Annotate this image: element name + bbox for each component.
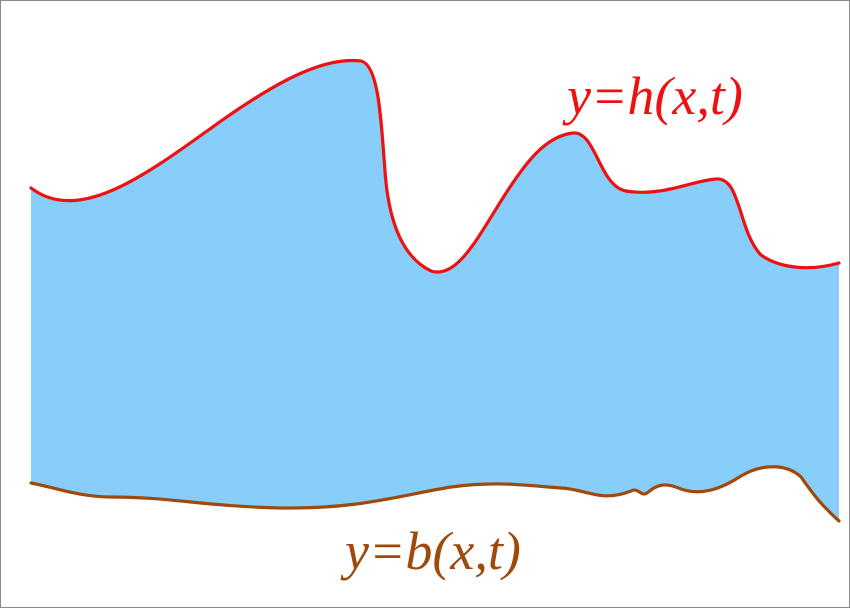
water-region [31,60,839,521]
surface-equation-label: y=h(x,t) [562,66,743,126]
bottom-equation-label: y=b(x,t) [340,521,521,581]
bottom-curve [29,465,841,523]
surface-curve [29,58,841,274]
